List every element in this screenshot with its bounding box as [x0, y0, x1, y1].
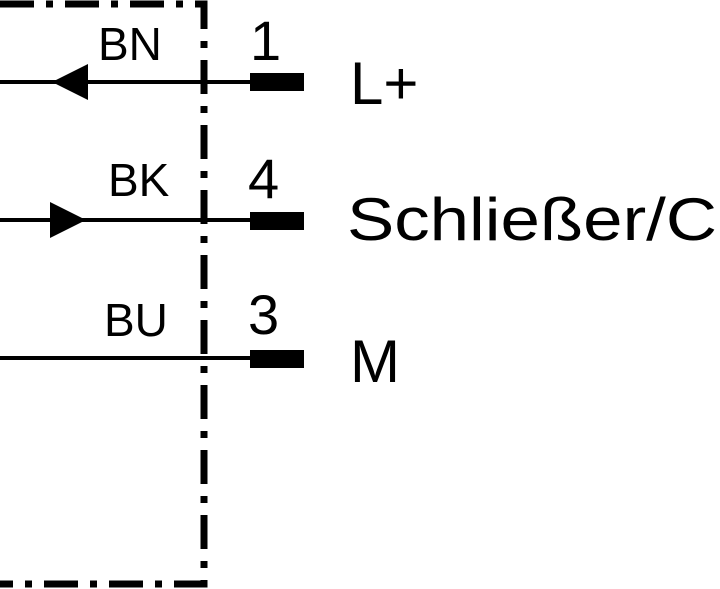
wire-color-label: BN	[98, 18, 162, 70]
left-arrow-icon	[52, 64, 88, 100]
pin-number: 4	[248, 147, 279, 210]
signal-label: L+	[350, 50, 418, 117]
signal-label: M	[350, 328, 400, 395]
pin-number: 3	[248, 283, 279, 346]
pin-terminal	[250, 73, 304, 91]
connection-row-bu: BU 3 M	[0, 283, 400, 395]
signal-label: Schließer/C	[347, 186, 717, 253]
connection-row-bn: BN 1 L+	[0, 9, 418, 117]
pin-terminal	[250, 212, 304, 230]
right-arrow-icon	[50, 202, 86, 238]
pin-number: 1	[250, 9, 281, 72]
housing-frame	[0, 0, 208, 588]
pin-terminal	[250, 350, 304, 368]
wire-color-label: BK	[108, 154, 170, 206]
wire-color-label: BU	[104, 294, 168, 346]
connection-row-bk: BK 4 Schließer/C	[0, 147, 717, 253]
